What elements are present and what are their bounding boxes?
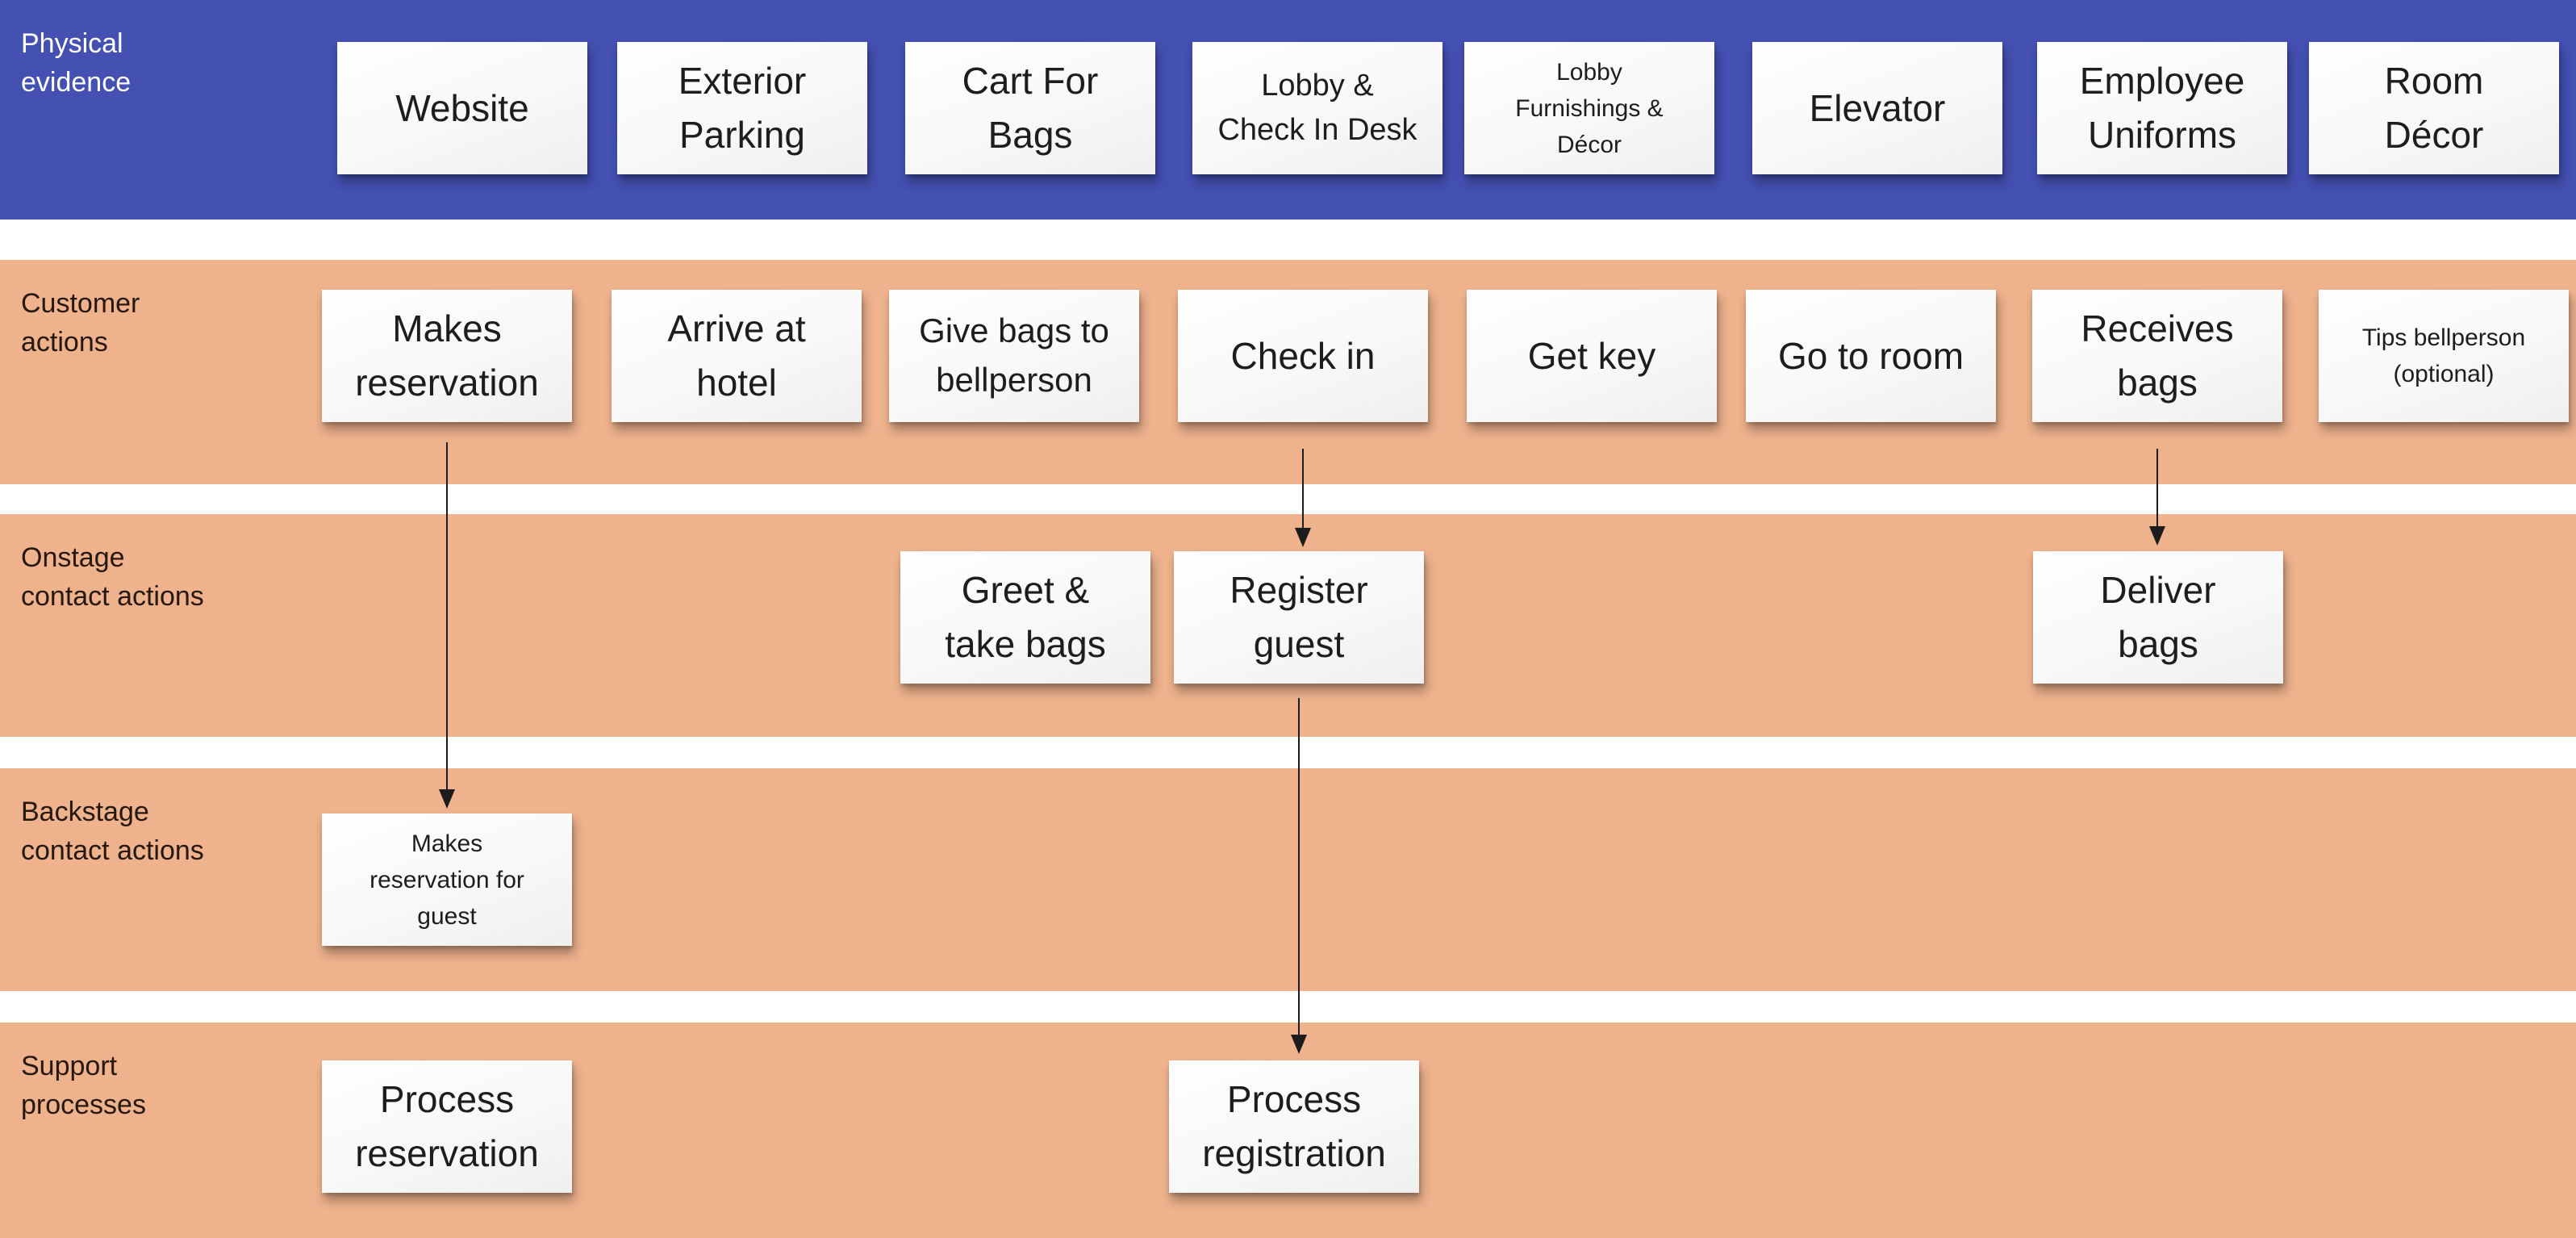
note-room-decor[interactable]: Room Décor: [2309, 42, 2559, 174]
note-exterior-parking[interactable]: Exterior Parking: [617, 42, 867, 174]
arrow-head-icon: [1291, 1035, 1307, 1054]
arrow-head-icon: [439, 789, 455, 809]
note-give-bags-to-bellperson[interactable]: Give bags to bellperson: [889, 290, 1139, 422]
arrow-shaft: [1302, 449, 1304, 529]
note-get-key[interactable]: Get key: [1467, 290, 1717, 422]
note-receives-bags[interactable]: Receives bags: [2032, 290, 2282, 422]
arrow-head-icon: [2149, 526, 2165, 546]
note-makes-reservation[interactable]: Makes reservation: [322, 290, 572, 422]
arrow-shaft: [1298, 698, 1300, 1036]
lane-label-customer-actions: Customer actions: [21, 288, 140, 358]
note-process-reservation[interactable]: Process reservation: [322, 1060, 572, 1193]
note-arrive-at-hotel[interactable]: Arrive at hotel: [612, 290, 862, 422]
note-register-guest[interactable]: Register guest: [1174, 551, 1424, 684]
note-website[interactable]: Website: [337, 42, 587, 174]
lane-label-physical-evidence: Physical evidence: [21, 28, 132, 98]
note-process-registration[interactable]: Process registration: [1169, 1060, 1419, 1193]
note-tips-bellperson[interactable]: Tips bellperson (optional): [2319, 290, 2569, 422]
arrow-shaft: [2156, 449, 2158, 528]
note-lobby-furnishings-decor[interactable]: Lobby Furnishings & Décor: [1464, 42, 1714, 174]
note-go-to-room[interactable]: Go to room: [1746, 290, 1996, 422]
lane-label-backstage-contact-actions: Backstage contact actions: [21, 797, 204, 867]
note-makes-reservation-for-guest[interactable]: Makes reservation for guest: [322, 813, 572, 946]
arrow-head-icon: [1295, 528, 1311, 547]
lane-label-onstage-contact-actions: Onstage contact actions: [21, 542, 204, 613]
lane-label-support-processes: Support processes: [21, 1051, 146, 1121]
arrow-shaft: [446, 442, 448, 791]
note-cart-for-bags[interactable]: Cart For Bags: [905, 42, 1155, 174]
note-deliver-bags[interactable]: Deliver bags: [2033, 551, 2283, 684]
note-employee-uniforms[interactable]: Employee Uniforms: [2037, 42, 2287, 174]
note-greet-take-bags[interactable]: Greet & take bags: [900, 551, 1150, 684]
note-check-in[interactable]: Check in: [1178, 290, 1428, 422]
note-elevator[interactable]: Elevator: [1752, 42, 2002, 174]
note-lobby-check-in-desk[interactable]: Lobby & Check In Desk: [1192, 42, 1442, 174]
